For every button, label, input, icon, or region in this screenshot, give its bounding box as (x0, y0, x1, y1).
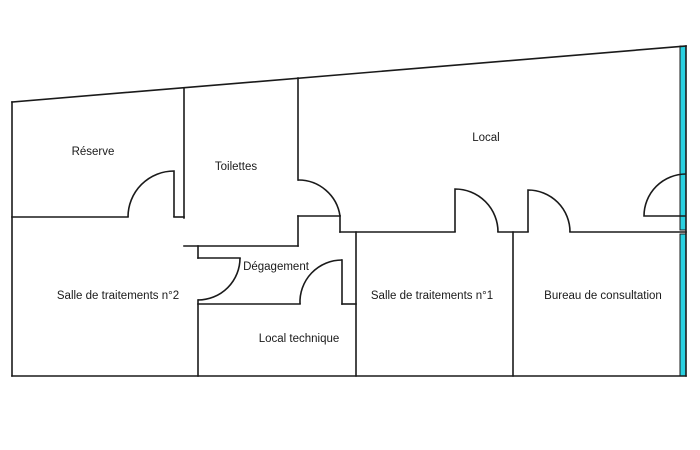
room-labels: Réserve Toilettes Local Dégagement Salle… (57, 132, 662, 345)
door-salle-1 (454, 188, 499, 233)
label-salle-2: Salle de traitements n°2 (57, 290, 179, 302)
door-local-technique (299, 259, 343, 305)
interior-walls (11, 77, 687, 377)
door-bureau (527, 189, 571, 233)
windows (679, 45, 687, 377)
label-reserve: Réserve (72, 146, 115, 158)
door-local-entrance (643, 173, 687, 217)
window-upper (679, 45, 687, 231)
door-salle-2 (197, 257, 241, 301)
doors (127, 170, 687, 305)
label-bureau: Bureau de consultation (544, 290, 662, 302)
door-toilettes (297, 179, 341, 217)
door-reserve (127, 170, 175, 218)
window-lower (679, 233, 687, 377)
label-local-technique: Local technique (259, 333, 340, 345)
label-toilettes: Toilettes (215, 161, 257, 173)
label-salle-1: Salle de traitements n°1 (371, 290, 493, 302)
label-degagement: Dégagement (243, 261, 310, 273)
exterior-walls (11, 45, 687, 377)
label-local: Local (472, 132, 500, 144)
